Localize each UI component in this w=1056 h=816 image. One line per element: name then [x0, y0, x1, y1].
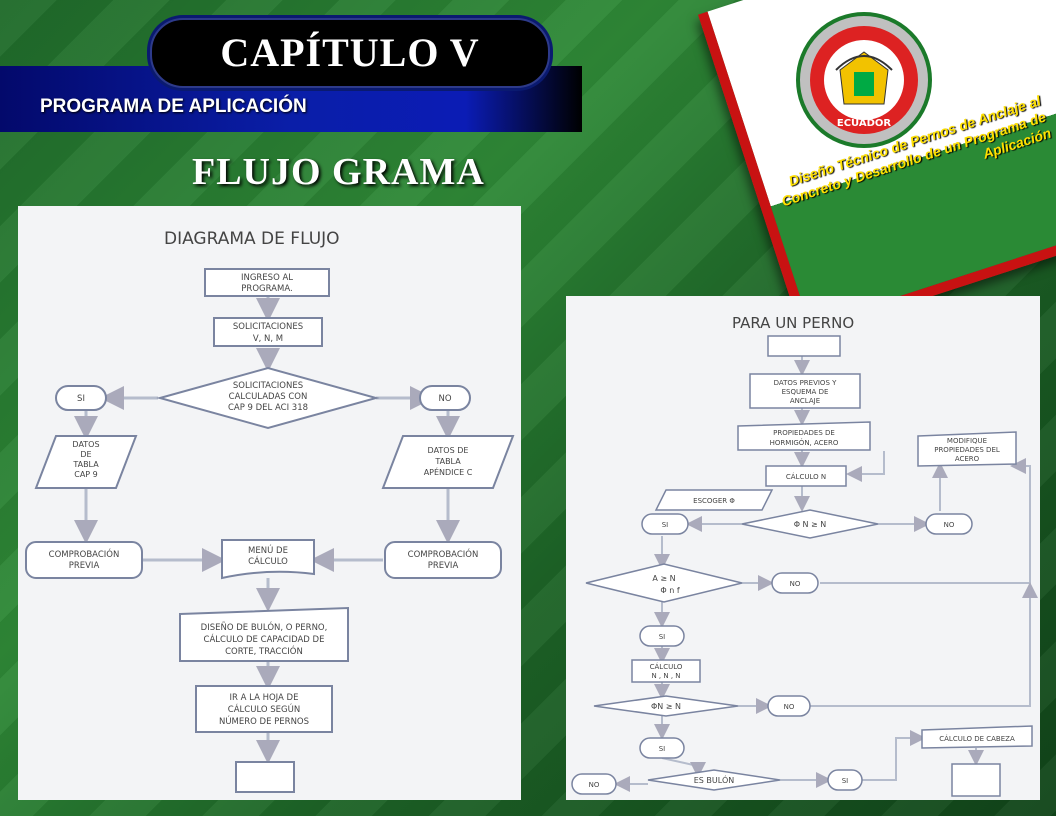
flowchart-bolt: PARA UN PERNO DATOS PREVIOS Y ESQUEMA DE… — [571, 314, 1038, 797]
modifique-line1: MODIFIQUE — [947, 437, 987, 445]
menu-box: MENÚ DE CÁLCULO — [221, 539, 315, 580]
institution-seal-icon: ECUADOR — [796, 12, 932, 148]
si3-pill: SI — [639, 737, 685, 759]
diagram2-title: PARA UN PERNO — [732, 314, 854, 332]
propiedades-line1: PROPIEDADES DE — [773, 429, 835, 437]
calculo-cabeza-box: CÁLCULO DE CABEZA — [921, 725, 1033, 749]
bolt-end-connector — [951, 763, 1001, 797]
datos-left-parallelogram: DATOS DE TABLA CAP 9 — [34, 435, 138, 489]
cond3-diamond: ΦN ≥ N — [593, 695, 739, 717]
cond3-label: ΦN ≥ N — [651, 702, 681, 711]
section-title: FLUJO GRAMA — [192, 151, 485, 193]
chapter-title: CAPÍTULO V — [150, 18, 550, 88]
si4-pill: SI — [827, 769, 863, 791]
decision-line1: SOLICITACIONES — [233, 381, 303, 391]
no4-label: NO — [589, 781, 600, 789]
no2-label: NO — [790, 580, 801, 588]
cond2-bottom: Φ n f — [660, 586, 679, 595]
cond2-diamond: A ≥ N Φ n f — [585, 563, 743, 603]
diseno-line1: DISEÑO DE BULÓN, O PERNO, — [201, 621, 328, 633]
si3-label: SI — [659, 745, 666, 753]
datos-previos-box: DATOS PREVIOS Y ESQUEMA DE ANCLAJE — [749, 373, 861, 409]
si1-pill: SI — [641, 513, 689, 535]
modifique-box: MODIFIQUE PROPIEDADES DEL ACERO — [917, 431, 1017, 467]
flowchart-main-panel: DIAGRAMA DE FLUJO INGRESO AL PROGRAMA. S… — [18, 206, 521, 800]
ir-hoja-line1: IR A LA HOJA DE — [230, 693, 299, 703]
no1-pill: NO — [925, 513, 973, 535]
menu-line2: CÁLCULO — [248, 555, 288, 567]
datos-left-line1: DATOS — [72, 440, 99, 449]
escoger-parallelogram: ESCOGER Φ — [654, 489, 774, 511]
calculo-box-line2: N , N , N — [651, 672, 680, 680]
datos-previos-line1: DATOS PREVIOS Y — [774, 379, 838, 387]
escoger-label: ESCOGER Φ — [693, 497, 735, 505]
seal-bottom-text: ECUADOR — [837, 118, 892, 129]
comprob-left-line1: COMPROBACIÓN — [49, 548, 120, 560]
si1-label: SI — [662, 521, 669, 529]
calculo-n-box: CÁLCULO N — [765, 465, 847, 487]
no-label: NO — [438, 394, 451, 404]
solicitaciones-line1: SOLICITACIONES — [233, 322, 303, 332]
es-bulon-label: ES BULÓN — [694, 774, 734, 785]
ir-hoja-line2: CÁLCULO SEGÚN — [228, 703, 300, 715]
decision-line2: CALCULADAS CON — [229, 392, 308, 402]
diseno-line2: CÁLCULO DE CAPACIDAD DE — [204, 633, 325, 645]
datos-right-line2: TABLA — [434, 457, 461, 466]
no1-label: NO — [944, 521, 955, 529]
si-label: SI — [77, 394, 85, 404]
datos-right-line1: DATOS DE — [428, 446, 469, 455]
calculo-box: CÁLCULO N , N , N — [631, 659, 701, 683]
solicitaciones-box: SOLICITACIONES V, N, M — [213, 317, 323, 347]
cond2-top: A ≥ N — [652, 574, 675, 583]
comprob-right-line1: COMPROBACIÓN — [408, 548, 479, 560]
ingreso-box: INGRESO AL PROGRAMA. — [204, 268, 330, 297]
diagram1-title: DIAGRAMA DE FLUJO — [164, 229, 340, 249]
datos-left-line4: CAP 9 — [74, 470, 98, 479]
cond1-label: Φ N ≥ N — [794, 520, 827, 529]
datos-right-parallelogram: DATOS DE TABLA APÉNDICE C — [381, 435, 515, 489]
comprob-left-line2: PREVIA — [69, 561, 100, 571]
no4-pill: NO — [571, 773, 617, 795]
ingreso-line1: INGRESO AL — [241, 273, 293, 283]
decision-line3: CAP 9 DEL ACI 318 — [228, 403, 308, 413]
flowchart-bolt-panel: PARA UN PERNO DATOS PREVIOS Y ESQUEMA DE… — [566, 296, 1040, 800]
calculo-cabeza-label: CÁLCULO DE CABEZA — [939, 734, 1015, 743]
diseno-line3: CORTE, TRACCIÓN — [225, 645, 303, 657]
no3-label: NO — [784, 703, 795, 711]
si2-pill: SI — [639, 625, 685, 647]
propiedades-line2: HORMIGÓN, ACERO — [770, 438, 839, 447]
no2-pill: NO — [771, 572, 819, 594]
datos-left-line3: TABLA — [72, 460, 99, 469]
datos-left-line2: DE — [80, 450, 91, 459]
datos-previos-line3: ANCLAJE — [790, 397, 820, 405]
decision-diamond: SOLICITACIONES CALCULADAS CON CAP 9 DEL … — [156, 366, 380, 430]
no-pill: NO — [419, 385, 471, 411]
modifique-line2: PROPIEDADES DEL — [934, 446, 1000, 454]
ir-hoja-line3: NÚMERO DE PERNOS — [219, 715, 309, 727]
si2-label: SI — [659, 633, 666, 641]
flowchart-main: DIAGRAMA DE FLUJO INGRESO AL PROGRAMA. S… — [25, 229, 515, 793]
comprobacion-left-box: COMPROBACIÓN PREVIA — [25, 541, 143, 579]
solicitaciones-line2: V, N, M — [253, 334, 283, 344]
subtitle: PROGRAMA DE APLICACIÓN — [40, 96, 307, 117]
datos-right-line3: APÉNDICE C — [424, 466, 473, 477]
end-connector — [235, 761, 295, 793]
start-connector — [767, 335, 841, 357]
cond1-diamond: Φ N ≥ N — [741, 509, 879, 539]
comprobacion-right-box: COMPROBACIÓN PREVIA — [384, 541, 502, 579]
modifique-line3: ACERO — [955, 455, 980, 463]
propiedades-box: PROPIEDADES DE HORMIGÓN, ACERO — [737, 421, 871, 451]
calculo-box-line1: CÁLCULO — [650, 662, 683, 671]
ingreso-line2: PROGRAMA. — [241, 284, 292, 294]
comprob-right-line2: PREVIA — [428, 561, 459, 571]
no3-pill: NO — [767, 695, 811, 717]
diseno-box: DISEÑO DE BULÓN, O PERNO, CÁLCULO DE CAP… — [179, 606, 349, 662]
si-pill: SI — [55, 385, 107, 411]
es-bulon-diamond: ES BULÓN — [647, 769, 781, 791]
menu-line1: MENÚ DE — [248, 544, 288, 556]
datos-previos-line2: ESQUEMA DE — [782, 388, 829, 396]
calculo-n-label: CÁLCULO N — [786, 472, 826, 481]
ir-hoja-box: IR A LA HOJA DE CÁLCULO SEGÚN NÚMERO DE … — [195, 685, 333, 733]
si4-label: SI — [842, 777, 849, 785]
